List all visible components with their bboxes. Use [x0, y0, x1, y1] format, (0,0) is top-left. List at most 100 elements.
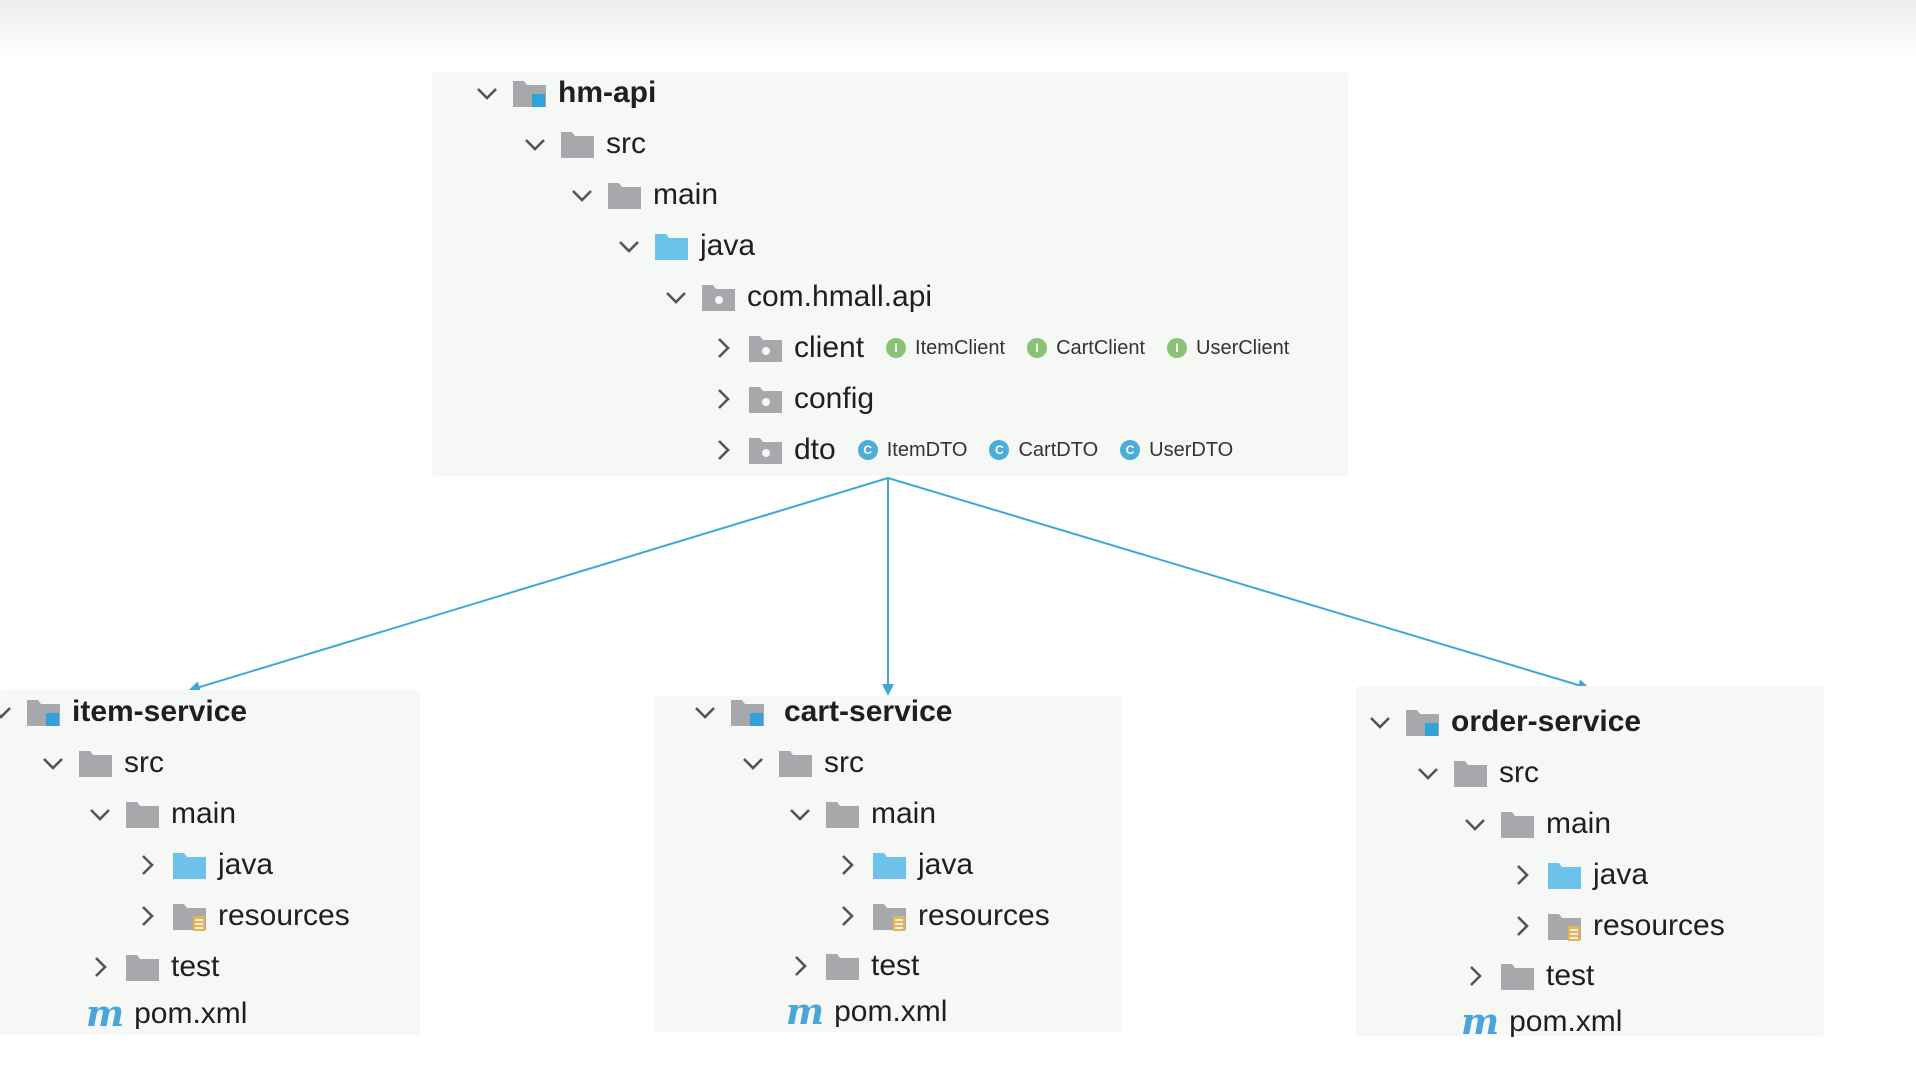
chevron-down-icon[interactable] — [738, 748, 768, 778]
folder-label: test — [171, 950, 220, 983]
maven-icon: m — [86, 993, 125, 1035]
chevron-right-icon[interactable] — [832, 901, 862, 931]
chevron-down-icon[interactable] — [661, 282, 691, 312]
tree-row-java[interactable]: java — [1507, 855, 1648, 895]
folder-label: src — [824, 746, 864, 779]
folder-label: main — [653, 178, 719, 211]
tree-row-java[interactable]: java — [832, 845, 973, 885]
maven-icon: m — [786, 991, 825, 1033]
tree-row-main[interactable]: main — [1460, 804, 1611, 844]
chevron-down-icon[interactable] — [1365, 707, 1395, 737]
chevron-down-icon[interactable] — [1460, 809, 1490, 839]
source-folder-icon — [655, 234, 688, 260]
package-label: client — [794, 331, 865, 364]
resources-folder-icon — [1548, 914, 1581, 941]
class-icon: C — [857, 440, 878, 460]
tree-row-module[interactable]: item-service — [0, 692, 247, 732]
chevron-down-icon[interactable] — [520, 129, 550, 159]
chevron-down-icon[interactable] — [85, 799, 115, 829]
chevron-down-icon[interactable] — [0, 697, 16, 727]
module-label: cart-service — [784, 695, 953, 728]
folder-label: java — [918, 848, 974, 881]
chevron-down-icon[interactable] — [567, 180, 597, 210]
chevron-right-icon[interactable] — [708, 384, 738, 414]
arrow-to-order-service — [887, 477, 1590, 691]
tree-row-main[interactable]: main — [567, 175, 718, 215]
tree-row-pom[interactable]: m pom.xml — [86, 994, 247, 1034]
tree-row-resources[interactable]: resources — [132, 896, 350, 936]
tree-row-module[interactable]: order-service — [1365, 702, 1641, 742]
tree-row-config[interactable]: config — [708, 379, 874, 419]
module-folder-icon — [731, 700, 764, 726]
chevron-down-icon[interactable] — [38, 748, 68, 778]
chevron-right-icon[interactable] — [708, 333, 738, 363]
tree-row-hm-api[interactable]: hm-api — [472, 73, 656, 113]
folder-label: resources — [918, 899, 1050, 932]
tree-row-src[interactable]: src — [738, 743, 864, 783]
folder-icon — [561, 132, 594, 158]
tree-row-main[interactable]: main — [85, 794, 236, 834]
chevron-right-icon[interactable] — [1460, 961, 1490, 991]
folder-icon — [126, 802, 159, 828]
source-folder-icon — [173, 853, 206, 879]
chevron-down-icon[interactable] — [1413, 758, 1443, 788]
folder-label: src — [1499, 756, 1539, 789]
package-icon — [749, 438, 782, 464]
chevron-down-icon[interactable] — [690, 697, 720, 727]
item-service-panel — [0, 690, 420, 1035]
tree-row-src[interactable]: src — [1413, 753, 1539, 793]
chevron-right-icon[interactable] — [132, 850, 162, 880]
module-folder-icon — [1406, 710, 1439, 736]
chevron-right-icon[interactable] — [708, 435, 738, 465]
chevron-right-icon[interactable] — [1507, 860, 1537, 890]
folder-icon — [1501, 812, 1534, 838]
package-icon — [749, 336, 782, 362]
tree-row-test[interactable]: test — [1460, 956, 1594, 996]
folder-label: java — [1593, 858, 1649, 891]
folder-icon — [826, 954, 859, 980]
tree-row-java[interactable]: java — [614, 226, 755, 266]
folder-icon — [1454, 761, 1487, 787]
chevron-right-icon[interactable] — [832, 850, 862, 880]
class-icon: C — [989, 440, 1010, 460]
tree-row-test[interactable]: test — [785, 946, 919, 986]
tree-row-src[interactable]: src — [38, 743, 164, 783]
tree-row-module[interactable]: cart-service — [690, 692, 952, 732]
tree-row-pom[interactable]: m pom.xml — [786, 992, 947, 1032]
resources-folder-icon — [173, 904, 206, 931]
resources-folder-icon — [873, 904, 906, 931]
tree-row-test[interactable]: test — [85, 947, 219, 987]
module-label: order-service — [1451, 705, 1642, 738]
chevron-right-icon[interactable] — [785, 951, 815, 981]
module-label: hm-api — [558, 76, 657, 109]
interface-icon: I — [1027, 338, 1048, 358]
folder-label: java — [700, 229, 756, 262]
package-label: com.hmall.api — [747, 280, 933, 313]
chevron-right-icon[interactable] — [1507, 911, 1537, 941]
tree-row-main[interactable]: main — [785, 794, 936, 834]
tree-row-package[interactable]: com.hmall.api — [661, 277, 932, 317]
source-folder-icon — [1548, 863, 1581, 889]
chevron-down-icon[interactable] — [614, 231, 644, 261]
tree-row-resources[interactable]: resources — [832, 896, 1050, 936]
chevron-down-icon[interactable] — [785, 799, 815, 829]
folder-icon — [126, 955, 159, 981]
tree-row-pom[interactable]: m pom.xml — [1461, 1002, 1622, 1042]
tree-row-resources[interactable]: resources — [1507, 906, 1725, 946]
chevron-right-icon[interactable] — [132, 901, 162, 931]
chevron-down-icon[interactable] — [472, 78, 502, 108]
chevron-right-icon[interactable] — [85, 952, 115, 982]
folder-label: src — [606, 127, 646, 160]
tree-row-src[interactable]: src — [520, 124, 646, 164]
folder-label: resources — [1593, 909, 1725, 942]
package-icon — [749, 387, 782, 413]
tree-row-java[interactable]: java — [132, 845, 273, 885]
